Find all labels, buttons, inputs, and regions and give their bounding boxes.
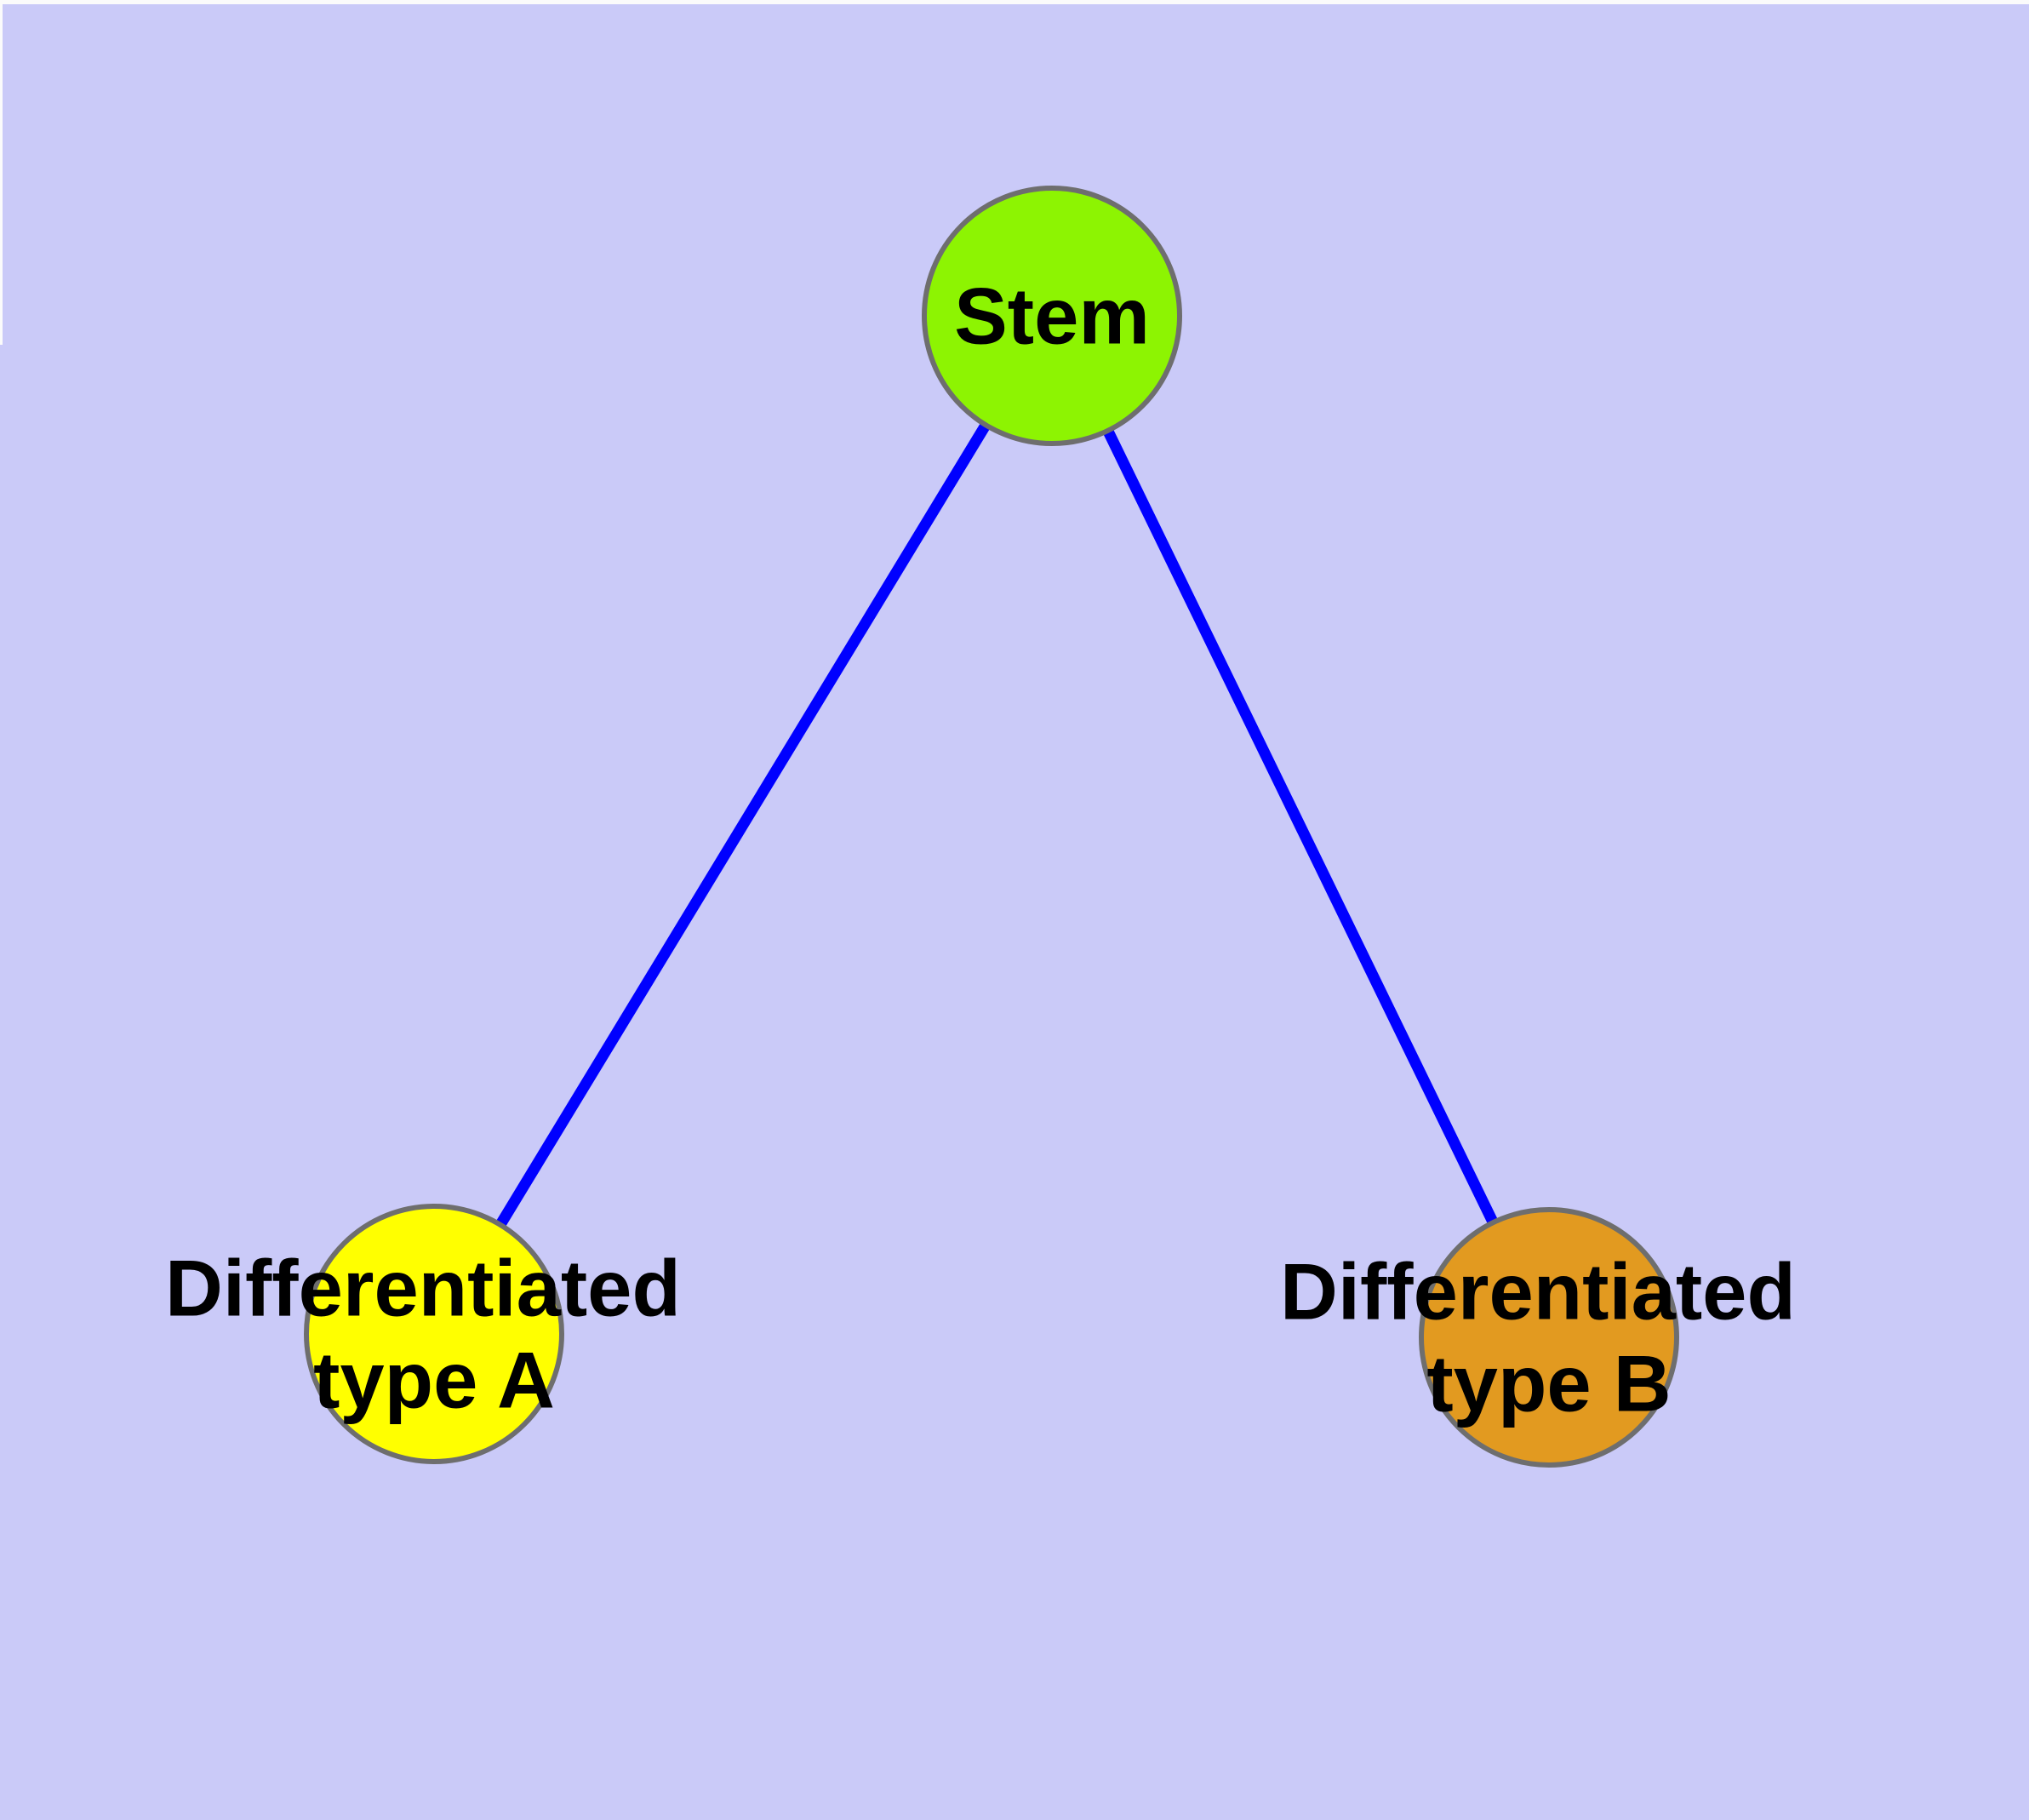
node-a-label-line-2: type A [313,1336,555,1425]
node-stem [922,186,1182,446]
node-b-label-line-2: type B [1426,1339,1671,1428]
node-differentiated-type-b [1419,1207,1679,1468]
canvas-margin-sliver [0,4,3,345]
node-stem-label: Stem [954,272,1150,361]
node-differentiated-type-a-label: Differentiated type A [165,1216,703,1425]
node-differentiated-type-b-label: Differentiated type B [1280,1219,1818,1428]
node-a-label-line-1: Differentiated [165,1244,681,1333]
edge-stem-to-type-a [429,312,1057,1337]
node-differentiated-type-a [304,1204,564,1464]
node-b-label-line-1: Differentiated [1280,1247,1796,1336]
edge-stem-to-type-b [1047,313,1554,1340]
node-stem-label-line: Stem [954,272,1150,361]
